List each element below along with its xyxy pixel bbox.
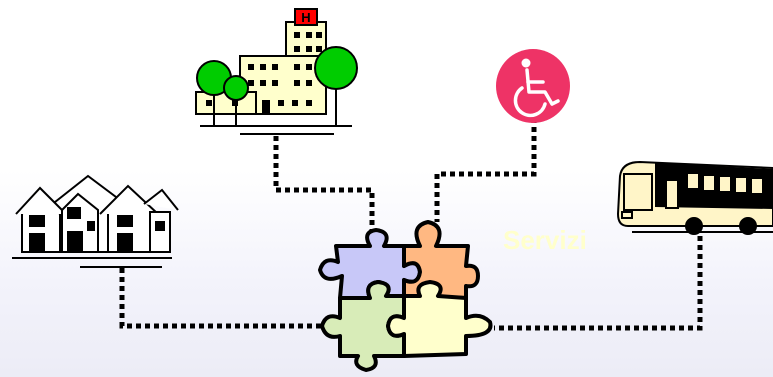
connector-wheelchair <box>437 118 534 222</box>
bus-icon <box>618 162 773 234</box>
services-label: Servizi <box>503 225 587 255</box>
connector-houses <box>122 268 345 326</box>
houses-icon <box>12 176 178 267</box>
puzzle-icon <box>320 222 491 370</box>
wheelchair-icon <box>496 49 570 123</box>
connector-hospital <box>276 136 372 244</box>
hospital-icon: H <box>196 9 357 134</box>
svg-text:H: H <box>301 10 310 25</box>
